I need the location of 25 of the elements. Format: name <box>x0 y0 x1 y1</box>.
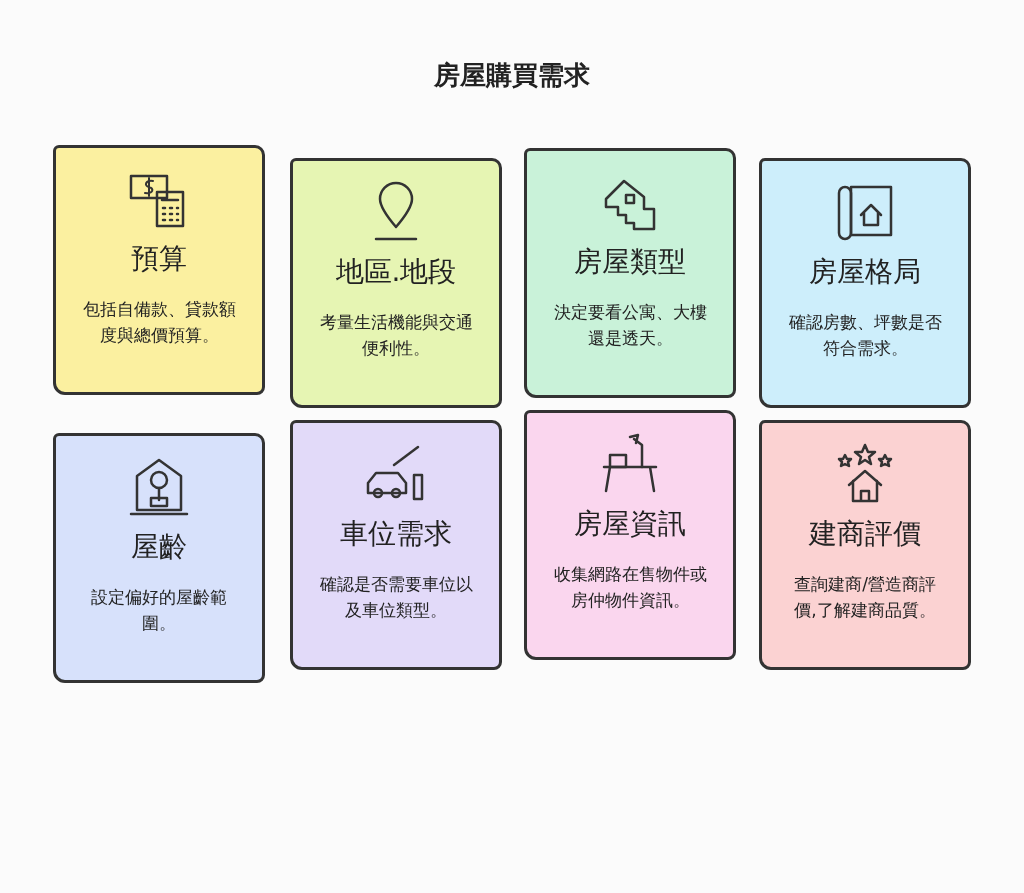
card-heading: 預算 <box>130 241 188 277</box>
card-description: 包括自備款、貸款額度與總價預算。 <box>81 298 237 347</box>
card-heading: 地區.地段 <box>334 254 458 290</box>
card-description: 考量生活機能與交通便利性。 <box>318 311 474 360</box>
note-card <box>524 410 736 660</box>
card-description: 設定偏好的屋齡範圍。 <box>90 586 228 635</box>
card-heading: 車位需求 <box>339 516 453 552</box>
note-card <box>524 148 736 398</box>
note-card <box>53 145 265 395</box>
note-card <box>759 420 971 670</box>
card-heading: 房屋類型 <box>573 244 687 280</box>
note-card <box>53 433 265 683</box>
card-heading: 建商評價 <box>807 516 922 552</box>
note-card <box>759 158 971 408</box>
card-description: 確認是否需要車位以及車位類型。 <box>318 573 474 622</box>
card-description: 查詢建商/營造商評價,了解建商品質。 <box>793 573 937 622</box>
card-description: 收集網路在售物件或房仲物件資訊。 <box>552 563 708 612</box>
card-heading: 屋齡 <box>130 529 188 565</box>
note-card <box>290 420 502 670</box>
note-card <box>290 158 502 408</box>
card-description: 確認房數、坪數是否符合需求。 <box>787 311 943 360</box>
card-heading: 房屋資訊 <box>573 506 687 542</box>
card-heading: 房屋格局 <box>808 254 922 290</box>
card-description: 決定要看公寓、大樓還是透天。 <box>552 301 708 350</box>
diagram-title: 房屋購買需求 <box>433 59 591 92</box>
